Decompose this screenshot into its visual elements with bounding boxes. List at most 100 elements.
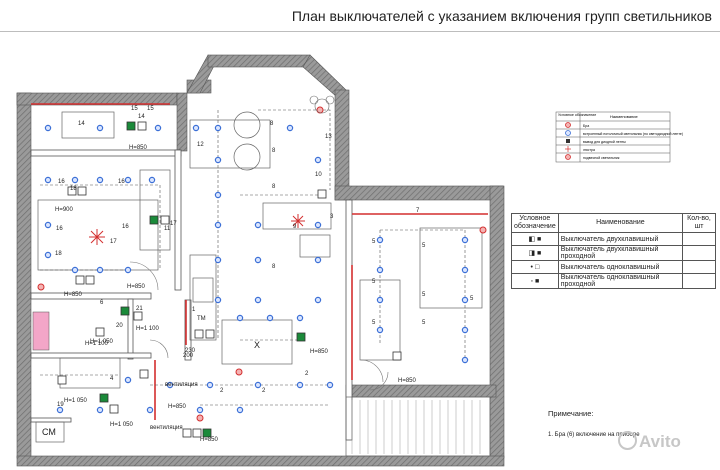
group-label: 2	[305, 371, 309, 377]
wall-wc-right	[127, 298, 134, 360]
misc-label: 11	[164, 226, 171, 232]
misc-label: 10	[315, 172, 322, 178]
recessed-light	[214, 221, 222, 229]
title-underline	[0, 31, 720, 32]
kitchen-counter	[189, 254, 217, 341]
group-label: 14	[78, 121, 85, 127]
group-label: 8	[270, 121, 274, 127]
group-label: 16	[118, 179, 125, 185]
recessed-light	[56, 406, 64, 414]
double-switch-icon: ◧ ■	[511, 232, 559, 246]
plan-annotations: 1514141312888816161616171718181755555552…	[42, 106, 474, 443]
recessed-light	[124, 266, 132, 274]
switch-boxes	[57, 121, 402, 438]
dining-table	[262, 202, 332, 230]
switch-box	[109, 404, 119, 414]
misc-label: 19	[57, 402, 64, 408]
legend-row: • □ Выключатель одноклавишный	[511, 260, 716, 274]
group-label: 5	[372, 239, 376, 245]
table-round-1	[233, 111, 261, 139]
sconce-lights	[37, 106, 487, 422]
kitchen-sink	[299, 234, 331, 258]
misc-label: 200	[183, 353, 194, 359]
switch-box	[296, 332, 306, 342]
legend-row-qty	[682, 273, 716, 289]
recessed-light	[206, 381, 214, 389]
recessed-light	[254, 381, 262, 389]
recessed-light	[44, 176, 52, 184]
misc-label: 230	[185, 348, 196, 354]
switch-box	[192, 428, 202, 438]
recessed-light	[192, 124, 200, 132]
wall-corridor	[184, 299, 192, 361]
height-label: H=850	[64, 292, 83, 298]
wall-bottom	[16, 455, 505, 467]
table-round-2	[233, 143, 261, 171]
group-label: 8	[272, 184, 276, 190]
small-legend-row: люстра	[583, 148, 595, 152]
watermark-text: Avito	[639, 432, 681, 451]
legend-row: ◦ ■ Выключатель одноклавишный проходной	[511, 273, 716, 289]
group-label: 16	[122, 224, 129, 230]
recessed-light	[314, 156, 322, 164]
single-switch-icon: • □	[511, 260, 559, 274]
group-label: 12	[197, 142, 204, 148]
recessed-light	[214, 124, 222, 132]
height-label: H=850	[168, 404, 187, 410]
recessed-light	[154, 124, 162, 132]
recessed-light	[214, 296, 222, 304]
room-tag: X	[254, 340, 260, 350]
switch-box	[149, 215, 159, 225]
avito-logo-icon	[618, 431, 637, 450]
red-partitions	[31, 103, 488, 420]
group-label: 5	[470, 296, 474, 302]
recessed-light	[196, 406, 204, 414]
switch-box	[160, 215, 170, 225]
switch-box	[133, 311, 143, 321]
recessed-light	[124, 176, 132, 184]
switch-box	[67, 186, 77, 196]
group-label: 7	[416, 208, 420, 214]
chandelier-icon	[89, 214, 305, 245]
group-label: 5	[372, 320, 376, 326]
exterior-walls	[16, 54, 505, 467]
group-label: 16	[58, 179, 65, 185]
misc-label: 15	[131, 106, 138, 112]
switch-box	[57, 375, 67, 385]
height-label: H=900	[55, 207, 74, 213]
small-legend-row: вывод для диодной ленты	[583, 140, 626, 144]
legend-row-name: Выключатель двухклавишный проходной	[557, 245, 684, 261]
recessed-light	[376, 236, 384, 244]
switch-box	[99, 393, 109, 403]
recessed-light	[254, 221, 262, 229]
notes-heading: Примечание:	[548, 409, 594, 418]
recessed-light	[254, 256, 262, 264]
recessed-light	[296, 314, 304, 322]
recessed-light	[96, 266, 104, 274]
recessed-light	[376, 296, 384, 304]
small-legend-header-symbol: Условное обозначение	[558, 113, 596, 117]
room-tag: СМ	[42, 427, 56, 437]
sconce-light	[37, 283, 45, 291]
height-label: H=1 050	[90, 339, 114, 345]
wall-bed1-bottom	[30, 292, 152, 300]
wall-sconce-icon	[565, 122, 571, 128]
switch-legend-table: Условное обозначение Наименование Кол-во…	[511, 213, 716, 289]
sconce-light	[479, 226, 487, 234]
avito-watermark: Avito	[618, 431, 681, 452]
interior-walls	[30, 149, 353, 441]
group-label: 5	[422, 243, 426, 249]
recessed-light	[461, 326, 469, 334]
bathtub	[59, 357, 121, 389]
recessed-ceiling-light-icon	[565, 130, 571, 136]
group-label: 1	[192, 307, 196, 313]
recessed-light	[146, 406, 154, 414]
legend-row-name: Выключатель двухклавишный	[557, 232, 684, 246]
sm-box	[35, 421, 65, 443]
recessed-light	[314, 221, 322, 229]
door-swings	[129, 261, 389, 391]
